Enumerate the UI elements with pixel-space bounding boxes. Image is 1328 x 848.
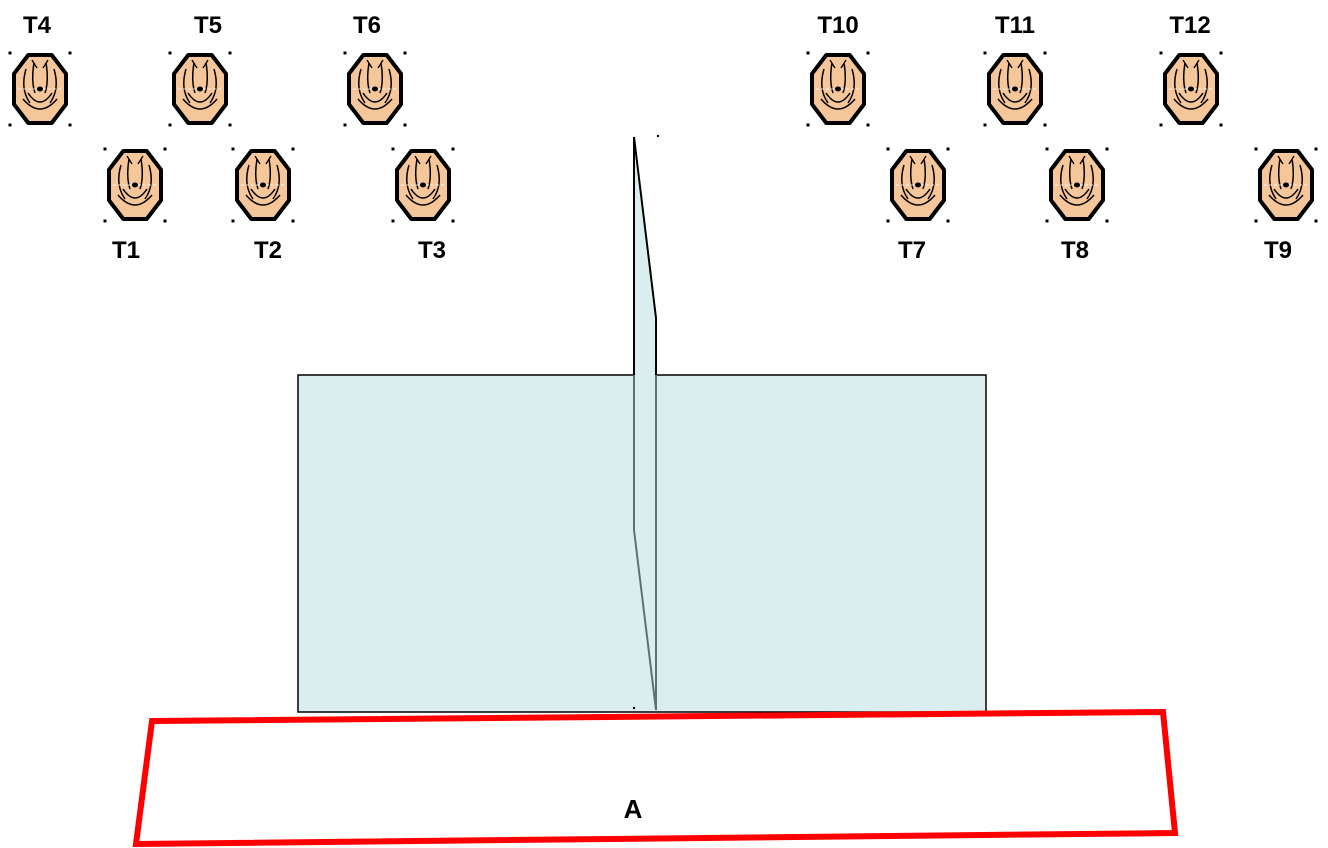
tile-t10: T10 <box>806 12 870 127</box>
divider-wedge-bottom-outline <box>633 375 657 711</box>
tile-t2: T2 <box>231 147 295 264</box>
face-icon <box>103 147 167 223</box>
tile-t8: T8 <box>1045 147 1109 264</box>
tile-label: T2 <box>254 237 282 264</box>
face-icon <box>1159 51 1223 127</box>
tile-label: T10 <box>817 12 858 39</box>
tile-t9: T9 <box>1254 147 1318 264</box>
tile-t11: T11 <box>983 12 1047 127</box>
wedge-dot-top <box>656 134 660 138</box>
divider-wedge <box>632 134 660 711</box>
face-icon <box>1045 147 1109 223</box>
tile-label: T1 <box>112 237 140 264</box>
tile-t1: T1 <box>103 147 167 264</box>
tile-t7: T7 <box>886 147 950 264</box>
zone-a-outline <box>132 708 1179 848</box>
tile-label: T5 <box>194 12 222 39</box>
face-icon <box>391 147 455 223</box>
face-icon <box>983 51 1047 127</box>
tile-label: T4 <box>23 12 52 39</box>
face-icon <box>886 147 950 223</box>
face-icon <box>806 51 870 127</box>
tile-t4: T4 <box>8 12 72 127</box>
face-icon <box>343 51 407 127</box>
face-icon <box>231 147 295 223</box>
tile-label: T12 <box>1169 12 1210 39</box>
tile-t3: T3 <box>391 147 455 264</box>
wedge-dot-bottom <box>632 706 636 710</box>
zone-a-label: A <box>624 794 643 824</box>
divider-wedge-top-outline <box>633 136 657 375</box>
tile-label: T3 <box>418 237 446 264</box>
tile-label: T11 <box>995 12 1035 39</box>
tile-t5: T5 <box>168 12 232 127</box>
face-icon <box>1254 147 1318 223</box>
tile-label: T8 <box>1061 237 1089 264</box>
tile-label: T9 <box>1264 237 1292 264</box>
tile-label: T6 <box>353 12 381 39</box>
tile-t12: T12 <box>1159 12 1223 127</box>
face-icon <box>8 51 72 127</box>
tile-label: T7 <box>898 237 926 264</box>
face-icon <box>168 51 232 127</box>
tile-t6: T6 <box>343 12 407 127</box>
